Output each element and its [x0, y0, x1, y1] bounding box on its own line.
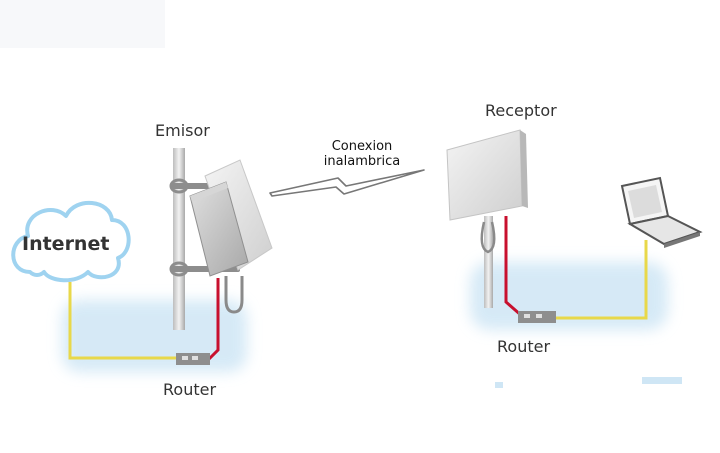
- glow-fragment: [495, 382, 503, 388]
- internet-cloud-icon: [11, 200, 131, 283]
- emisor-label: Emisor: [155, 121, 210, 140]
- wireless-connection-label-line2: inalambrica: [323, 154, 401, 169]
- emisor-pole: [173, 148, 185, 330]
- emisor-antenna-icon: [189, 159, 273, 277]
- receptor-antenna-icon: [446, 129, 528, 221]
- wireless-connection-label-line1: Conexion: [331, 139, 393, 154]
- emisor-coax-cable: [224, 276, 244, 314]
- background-artifact: [0, 0, 165, 48]
- ethernet-cable-left: [68, 282, 178, 360]
- ethernet-cable-right: [556, 240, 648, 320]
- wireless-connection-label: Conexion inalambrica: [312, 139, 412, 169]
- right-glow: [470, 262, 668, 330]
- wireless-signal-icon: [269, 169, 425, 197]
- power-cable-right: [504, 216, 523, 318]
- receptor-label: Receptor: [485, 101, 557, 120]
- receptor-pole: [484, 216, 493, 308]
- router-right-label: Router: [497, 337, 551, 356]
- router-left-icon: [176, 353, 210, 365]
- laptop-icon: [620, 176, 703, 248]
- router-left-label: Router: [163, 380, 217, 399]
- router-right-icon: [518, 311, 556, 323]
- internet-label: Internet: [22, 233, 110, 255]
- glow-fragment: [642, 377, 682, 384]
- receptor-coax-cable: [480, 221, 496, 254]
